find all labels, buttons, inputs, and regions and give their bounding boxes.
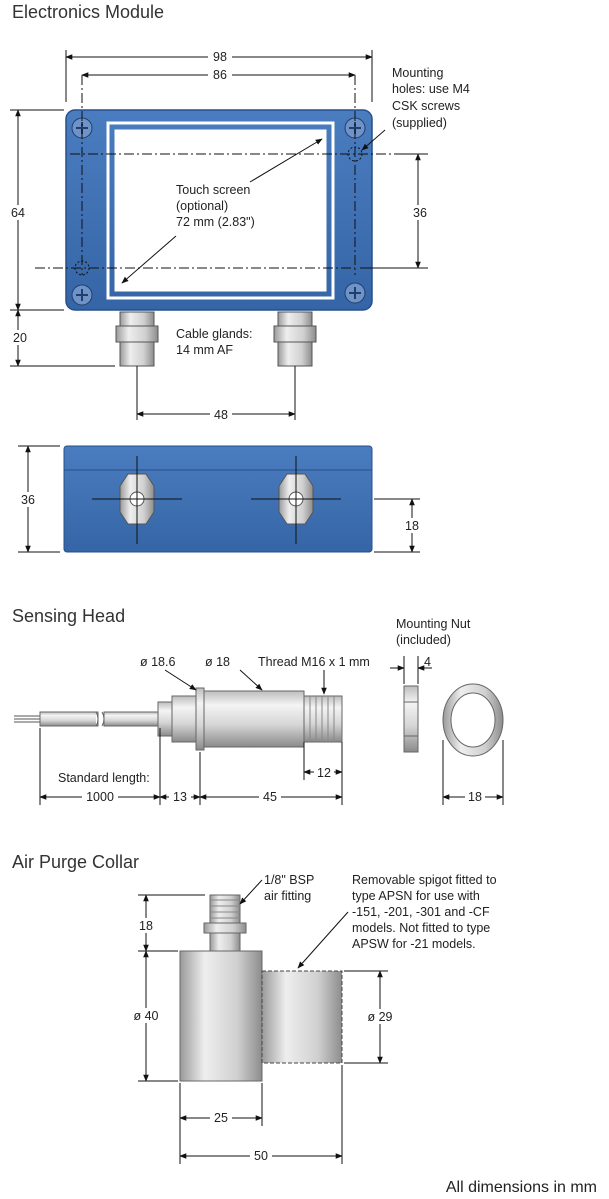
nut-note: Mounting Nut (included) xyxy=(396,617,471,647)
svg-text:(supplied): (supplied) xyxy=(392,116,447,130)
cable-glands-note: Cable glands: 14 mm AF xyxy=(176,327,252,357)
dim-20: 20 xyxy=(13,331,27,345)
svg-text:(optional): (optional) xyxy=(176,199,228,213)
fitting-note: 1/8" BSP air fitting xyxy=(264,873,314,903)
svg-text:Mounting: Mounting xyxy=(392,66,443,80)
svg-text:models. Not fitted to type: models. Not fitted to type xyxy=(352,921,490,935)
purge-dia-29: ø 29 xyxy=(367,1010,392,1024)
footer-note: All dimensions in mm xyxy=(446,1179,597,1196)
nut-dim-4: 4 xyxy=(424,655,431,669)
svg-text:Mounting Nut: Mounting Nut xyxy=(396,617,471,631)
side-dim-18: 18 xyxy=(405,519,419,533)
svg-text:72 mm (2.83"): 72 mm (2.83") xyxy=(176,215,255,229)
purge-title: Air Purge Collar xyxy=(12,852,139,872)
svg-text:Removable spigot fitted to: Removable spigot fitted to xyxy=(352,873,497,887)
svg-text:CSK screws: CSK screws xyxy=(392,99,460,113)
electronics-title: Electronics Module xyxy=(12,2,164,22)
dim-36: 36 xyxy=(413,206,427,220)
screw-icon xyxy=(344,282,366,304)
air-purge-drawing xyxy=(179,894,343,1082)
touch-screen-outline xyxy=(106,121,335,300)
spigot-note: Removable spigot fitted to type APSN for… xyxy=(352,873,497,951)
length-1000: 1000 xyxy=(86,790,114,804)
svg-text:14 mm AF: 14 mm AF xyxy=(176,343,233,357)
dim-98: 98 xyxy=(213,50,227,64)
svg-text:APSW for -21 models.: APSW for -21 models. xyxy=(352,937,476,951)
dim-86: 86 xyxy=(213,68,227,82)
screw-icon xyxy=(71,284,93,306)
length-45: 45 xyxy=(263,790,277,804)
svg-text:Touch screen: Touch screen xyxy=(176,183,250,197)
electronics-front-view xyxy=(35,75,400,311)
svg-text:-151, -201, -301 and -CF: -151, -201, -301 and -CF xyxy=(352,905,490,919)
purge-dia-40: ø 40 xyxy=(133,1009,158,1023)
length-12: 12 xyxy=(317,766,331,780)
svg-text:type APSN for use with: type APSN for use with xyxy=(352,889,480,903)
sensing-title: Sensing Head xyxy=(12,606,125,626)
side-dim-36: 36 xyxy=(21,493,35,507)
dim-64: 64 xyxy=(11,206,25,220)
sensing-head-drawing xyxy=(14,683,504,757)
cable-gland-left xyxy=(115,311,159,367)
svg-text:(included): (included) xyxy=(396,633,451,647)
purge-dim-50: 50 xyxy=(254,1149,268,1163)
thread-label: Thread M16 x 1 mm xyxy=(258,655,370,669)
dim-48: 48 xyxy=(214,408,228,422)
standard-length-label: Standard length: xyxy=(58,771,150,785)
svg-text:holes: use M4: holes: use M4 xyxy=(392,82,470,96)
nut-dim-18: 18 xyxy=(468,790,482,804)
electronics-side-view xyxy=(63,445,373,553)
length-13: 13 xyxy=(173,790,187,804)
svg-text:air fitting: air fitting xyxy=(264,889,311,903)
touch-screen-note: Touch screen (optional) 72 mm (2.83") xyxy=(176,183,255,229)
cable-gland-right xyxy=(273,311,317,367)
dia-18-6-label: ø 18.6 xyxy=(140,655,175,669)
svg-text:1/8" BSP: 1/8" BSP xyxy=(264,873,314,887)
purge-dim-18: 18 xyxy=(139,919,153,933)
purge-dim-25: 25 xyxy=(214,1111,228,1125)
svg-text:Cable glands:: Cable glands: xyxy=(176,327,252,341)
mounting-note: Mounting holes: use M4 CSK screws (suppl… xyxy=(392,66,470,130)
dia-18-label: ø 18 xyxy=(205,655,230,669)
